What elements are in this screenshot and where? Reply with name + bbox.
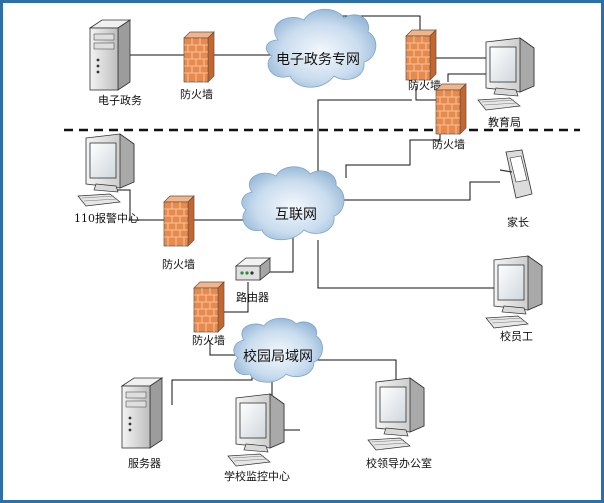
label-monitor-center: 学校监控中心 (224, 469, 290, 483)
cloud-internet: 互联网 (241, 166, 345, 241)
cloud-gov-net: 电子政务专网 (265, 8, 377, 88)
firewall-icon (193, 281, 225, 333)
server-e-gov (89, 19, 131, 91)
server-campus (121, 377, 163, 449)
label-firewall-3: 防火墙 (432, 137, 465, 151)
router (234, 257, 272, 281)
label-router: 路由器 (236, 290, 269, 304)
firewall-4 (163, 195, 195, 247)
firewall-icon (405, 29, 437, 81)
label-leader-office: 校领导办公室 (366, 456, 432, 470)
firewall-icon (435, 83, 467, 135)
label-education-bureau: 教育局 (488, 115, 521, 129)
server-tower-icon (121, 377, 163, 449)
label-e-gov: 电子政务 (98, 93, 142, 107)
campus-lan-label: 校园局域网 (243, 348, 313, 365)
label-school-staff: 校员工 (500, 329, 533, 343)
firewall-5 (193, 281, 225, 333)
label-firewall-2: 防火墙 (408, 78, 441, 92)
firewall-2 (405, 29, 437, 81)
phone-parent (499, 149, 533, 199)
gov-net-label: 电子政务专网 (276, 52, 360, 68)
router-icon (234, 257, 272, 281)
mobile-phone-icon (499, 149, 533, 199)
firewall-icon (163, 195, 195, 247)
internet-label: 互联网 (275, 207, 317, 223)
label-firewall-1: 防火墙 (180, 87, 213, 101)
label-firewall-4: 防火墙 (162, 257, 195, 271)
cloud-campus-lan: 校园局域网 (233, 317, 323, 383)
firewall-1 (183, 31, 215, 83)
firewall-3 (435, 83, 467, 135)
label-police-110: 110报警中心 (74, 211, 139, 225)
firewall-icon (183, 31, 215, 83)
server-tower-icon (89, 19, 131, 91)
label-server: 服务器 (128, 457, 161, 470)
label-parent: 家长 (507, 215, 529, 229)
label-firewall-5: 防火墙 (192, 333, 225, 347)
